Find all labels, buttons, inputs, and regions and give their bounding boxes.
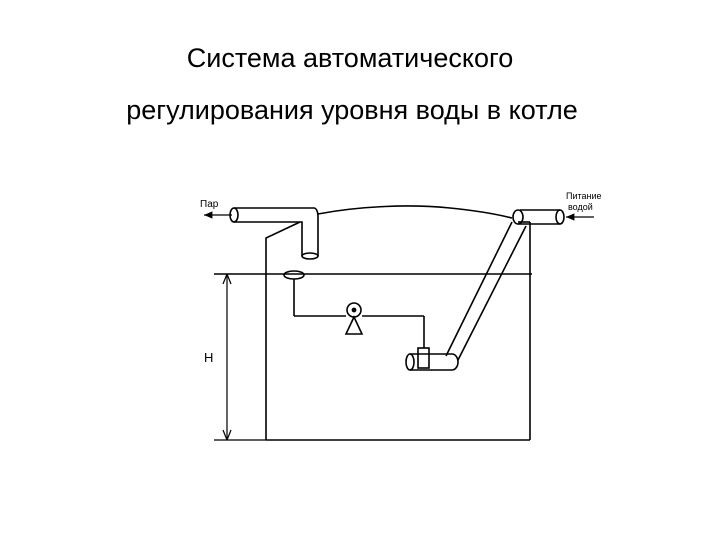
feed-label-line2: водой <box>568 202 593 212</box>
feed-label-line1: Питание <box>566 191 602 201</box>
steam-label: Пар <box>200 199 219 210</box>
float-regulator <box>283 270 430 369</box>
level-dimension <box>214 273 266 441</box>
level-label: Н <box>204 350 213 365</box>
float <box>283 270 305 280</box>
feed-pipe <box>405 209 565 371</box>
lever-pivot <box>344 302 364 335</box>
title-line-1: Система автоматического <box>186 43 514 73</box>
boiler-drum <box>265 205 531 441</box>
valve <box>417 347 430 369</box>
title-line-2: регулирования уровня воды в котле <box>126 95 578 125</box>
